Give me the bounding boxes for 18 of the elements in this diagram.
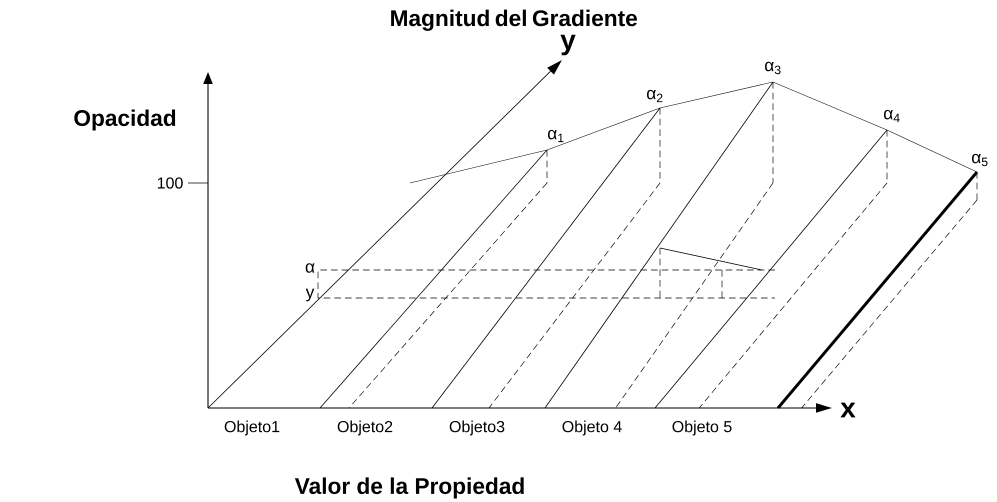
axis-letter: x — [840, 402, 856, 418]
point-label: α$_{4}$ — [884, 110, 900, 122]
guide-label: α — [306, 263, 314, 273]
object-label: Objeto 5 — [672, 420, 732, 436]
object-label: Objeto3 — [450, 420, 504, 436]
axis-title: Magnitud del Gradiente — [391, 10, 637, 31]
object-label: Objeto1 — [224, 420, 280, 436]
axis-letter: y — [560, 34, 576, 56]
guide-label: y — [306, 288, 314, 302]
axis-title: Opacidad — [74, 109, 176, 131]
point-label: α$_{2}$ — [647, 90, 662, 102]
point-label: α$_{1}$ — [548, 130, 564, 142]
tick-label: 100 — [158, 177, 183, 189]
axis-title: Valor de la Propiedad — [294, 477, 524, 499]
object-label: Objeto2 — [338, 420, 392, 436]
point-label: α$_{5}$ — [972, 154, 988, 166]
object-label: Objeto 4 — [562, 420, 622, 436]
point-label: α$_{3}$ — [765, 62, 781, 74]
